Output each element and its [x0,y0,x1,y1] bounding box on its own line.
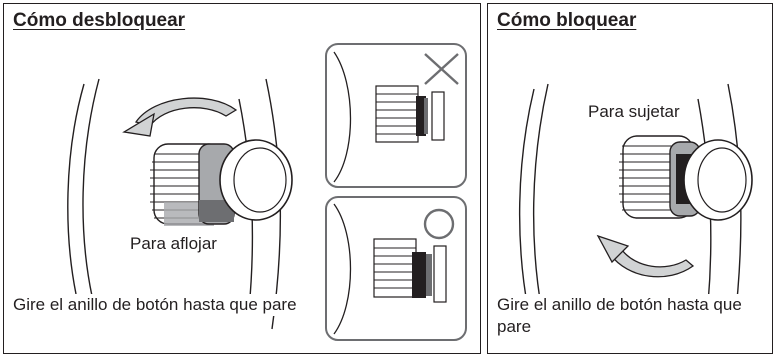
loosen-arrow-icon [122,97,238,137]
unlock-illustration [67,43,467,341]
lock-panel: Cómo bloquear Para sujetar Gire el anill… [487,3,773,354]
unlock-panel: Cómo desbloquear Para aflojar Gire el an… [3,3,481,354]
loosen-label: Para aflojar [128,234,219,254]
circle-mark-icon [423,208,455,240]
inset-correct [325,196,467,341]
unlock-title: Cómo desbloquear [13,10,186,31]
tighten-label: Para sujetar [586,102,682,122]
tighten-arrow-icon [596,234,695,278]
unlock-caption: Gire el anillo de botón hasta que pare [13,294,323,316]
lock-knob [669,139,753,221]
inset-incorrect [325,43,467,188]
cross-mark-icon [424,53,459,85]
lock-caption: Gire el anillo de botón hasta que pare [497,294,757,338]
lock-title: Cómo bloquear [497,10,637,31]
lock-illustration [518,83,753,330]
lock-knob [198,139,293,225]
